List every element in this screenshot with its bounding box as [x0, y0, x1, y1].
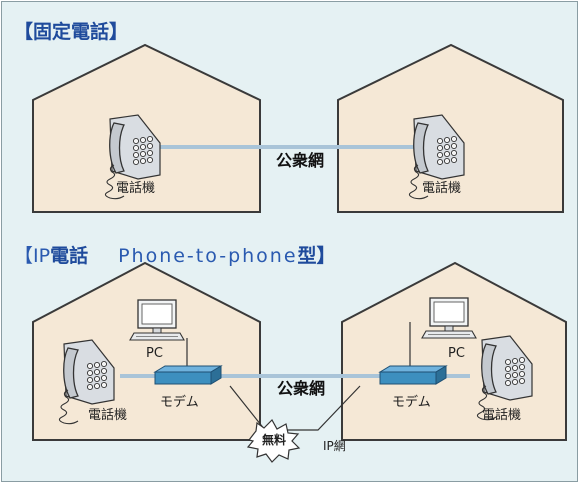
ip-network-path: [229, 385, 361, 431]
phone-label-right: 電話機: [422, 181, 462, 196]
section-title-ip-latin: Phone-to-phone: [118, 245, 298, 267]
section-title-ip-suffix: 型】: [297, 245, 336, 267]
phone-label-right-ip: 電話機: [482, 408, 522, 423]
modem-label-left: モデム: [160, 395, 199, 410]
pc-label-right: PC: [448, 346, 465, 361]
phone-label-left-ip: 電話機: [88, 408, 128, 423]
ip-network-label: IP網: [323, 439, 346, 453]
pc-icon: [421, 297, 477, 339]
phone-label-left: 電話機: [116, 181, 156, 196]
public-network-label-ip: 公衆網: [277, 379, 326, 398]
free-burst-icon: [246, 419, 301, 463]
section-title-ip-bold: 電話: [50, 245, 89, 267]
modem-icon: [379, 365, 447, 385]
modem-icon: [154, 365, 222, 385]
section-title-ip: 【IP電話 Phone-to-phone型】: [14, 247, 336, 266]
public-network-label: 公衆網: [276, 151, 325, 170]
free-label: 無料: [262, 433, 287, 447]
section-title-ip-prefix: 【IP: [14, 245, 51, 267]
section-title-fixed: 【固定電話】: [14, 21, 129, 43]
modem-label-right: モデム: [392, 395, 431, 410]
pc-icon: [129, 299, 185, 341]
pc-label-left: PC: [146, 346, 163, 361]
